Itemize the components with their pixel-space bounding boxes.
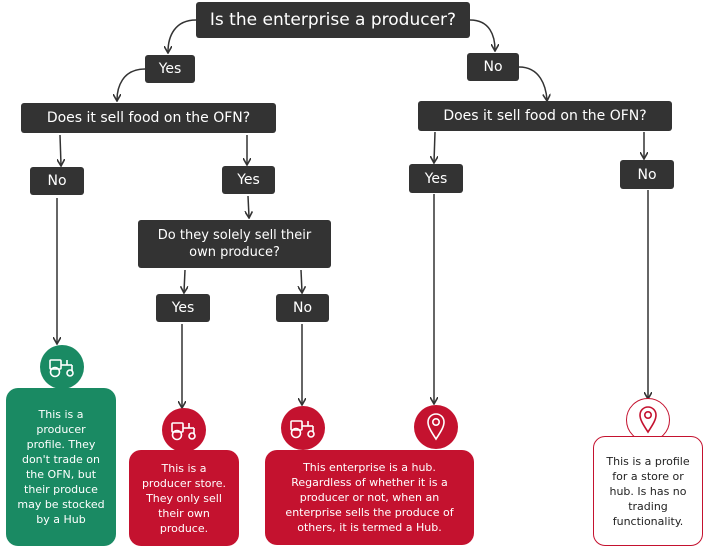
arrow-root-to-yes [168, 19, 197, 52]
tractor-icon [171, 422, 196, 441]
solely-own-produce-question-box: Do they solely sell their own produce? [138, 220, 331, 268]
right-sells-question-box: Does it sell food on the OFN? [418, 101, 672, 131]
arrow-right-question-to-yes [434, 131, 435, 162]
left-sells-question-box: Does it sell food on the OFN? [21, 103, 276, 133]
store-profile-icon-circle [626, 398, 670, 442]
right-yes-box: Yes [409, 164, 463, 193]
root-question-box: Is the enterprise a producer? [196, 2, 470, 38]
store-profile-outcome: This is a profile for a store or hub. Is… [593, 436, 703, 546]
map-pin-icon [639, 406, 657, 434]
producer-store-icon-circle [162, 408, 206, 452]
arrow-question2-to-no [301, 269, 302, 292]
tractor-icon [290, 420, 315, 439]
arrow-yes-to-question2 [248, 195, 249, 217]
arrow-root-to-no [469, 19, 495, 50]
right-no-box: No [467, 53, 519, 81]
left-yes2-box: Yes [222, 166, 275, 194]
hub-pin-icon-circle [414, 405, 458, 449]
left-yes-box: Yes [145, 55, 195, 83]
left-no-box: No [30, 167, 84, 195]
producer-store-outcome: This is a producer store. They only sell… [129, 450, 239, 546]
map-pin-icon [427, 413, 445, 441]
arrow-question2-to-yes [184, 269, 185, 292]
hub-tractor-icon-circle [281, 406, 325, 450]
arrow-yes-to-left-question [117, 68, 146, 100]
tractor-icon [49, 359, 74, 378]
arrow-no-to-right-question [518, 66, 547, 100]
producer-profile-outcome: This is a producer profile. They don't t… [6, 388, 116, 546]
producer-profile-icon-circle [40, 345, 84, 389]
right-no2-box: No [620, 160, 674, 189]
left-no3-box: No [276, 294, 329, 322]
hub-outcome: This enterprise is a hub. Regardless of … [265, 450, 474, 545]
left-yes3-box: Yes [156, 294, 210, 322]
arrow-left-question-to-no [60, 134, 61, 165]
